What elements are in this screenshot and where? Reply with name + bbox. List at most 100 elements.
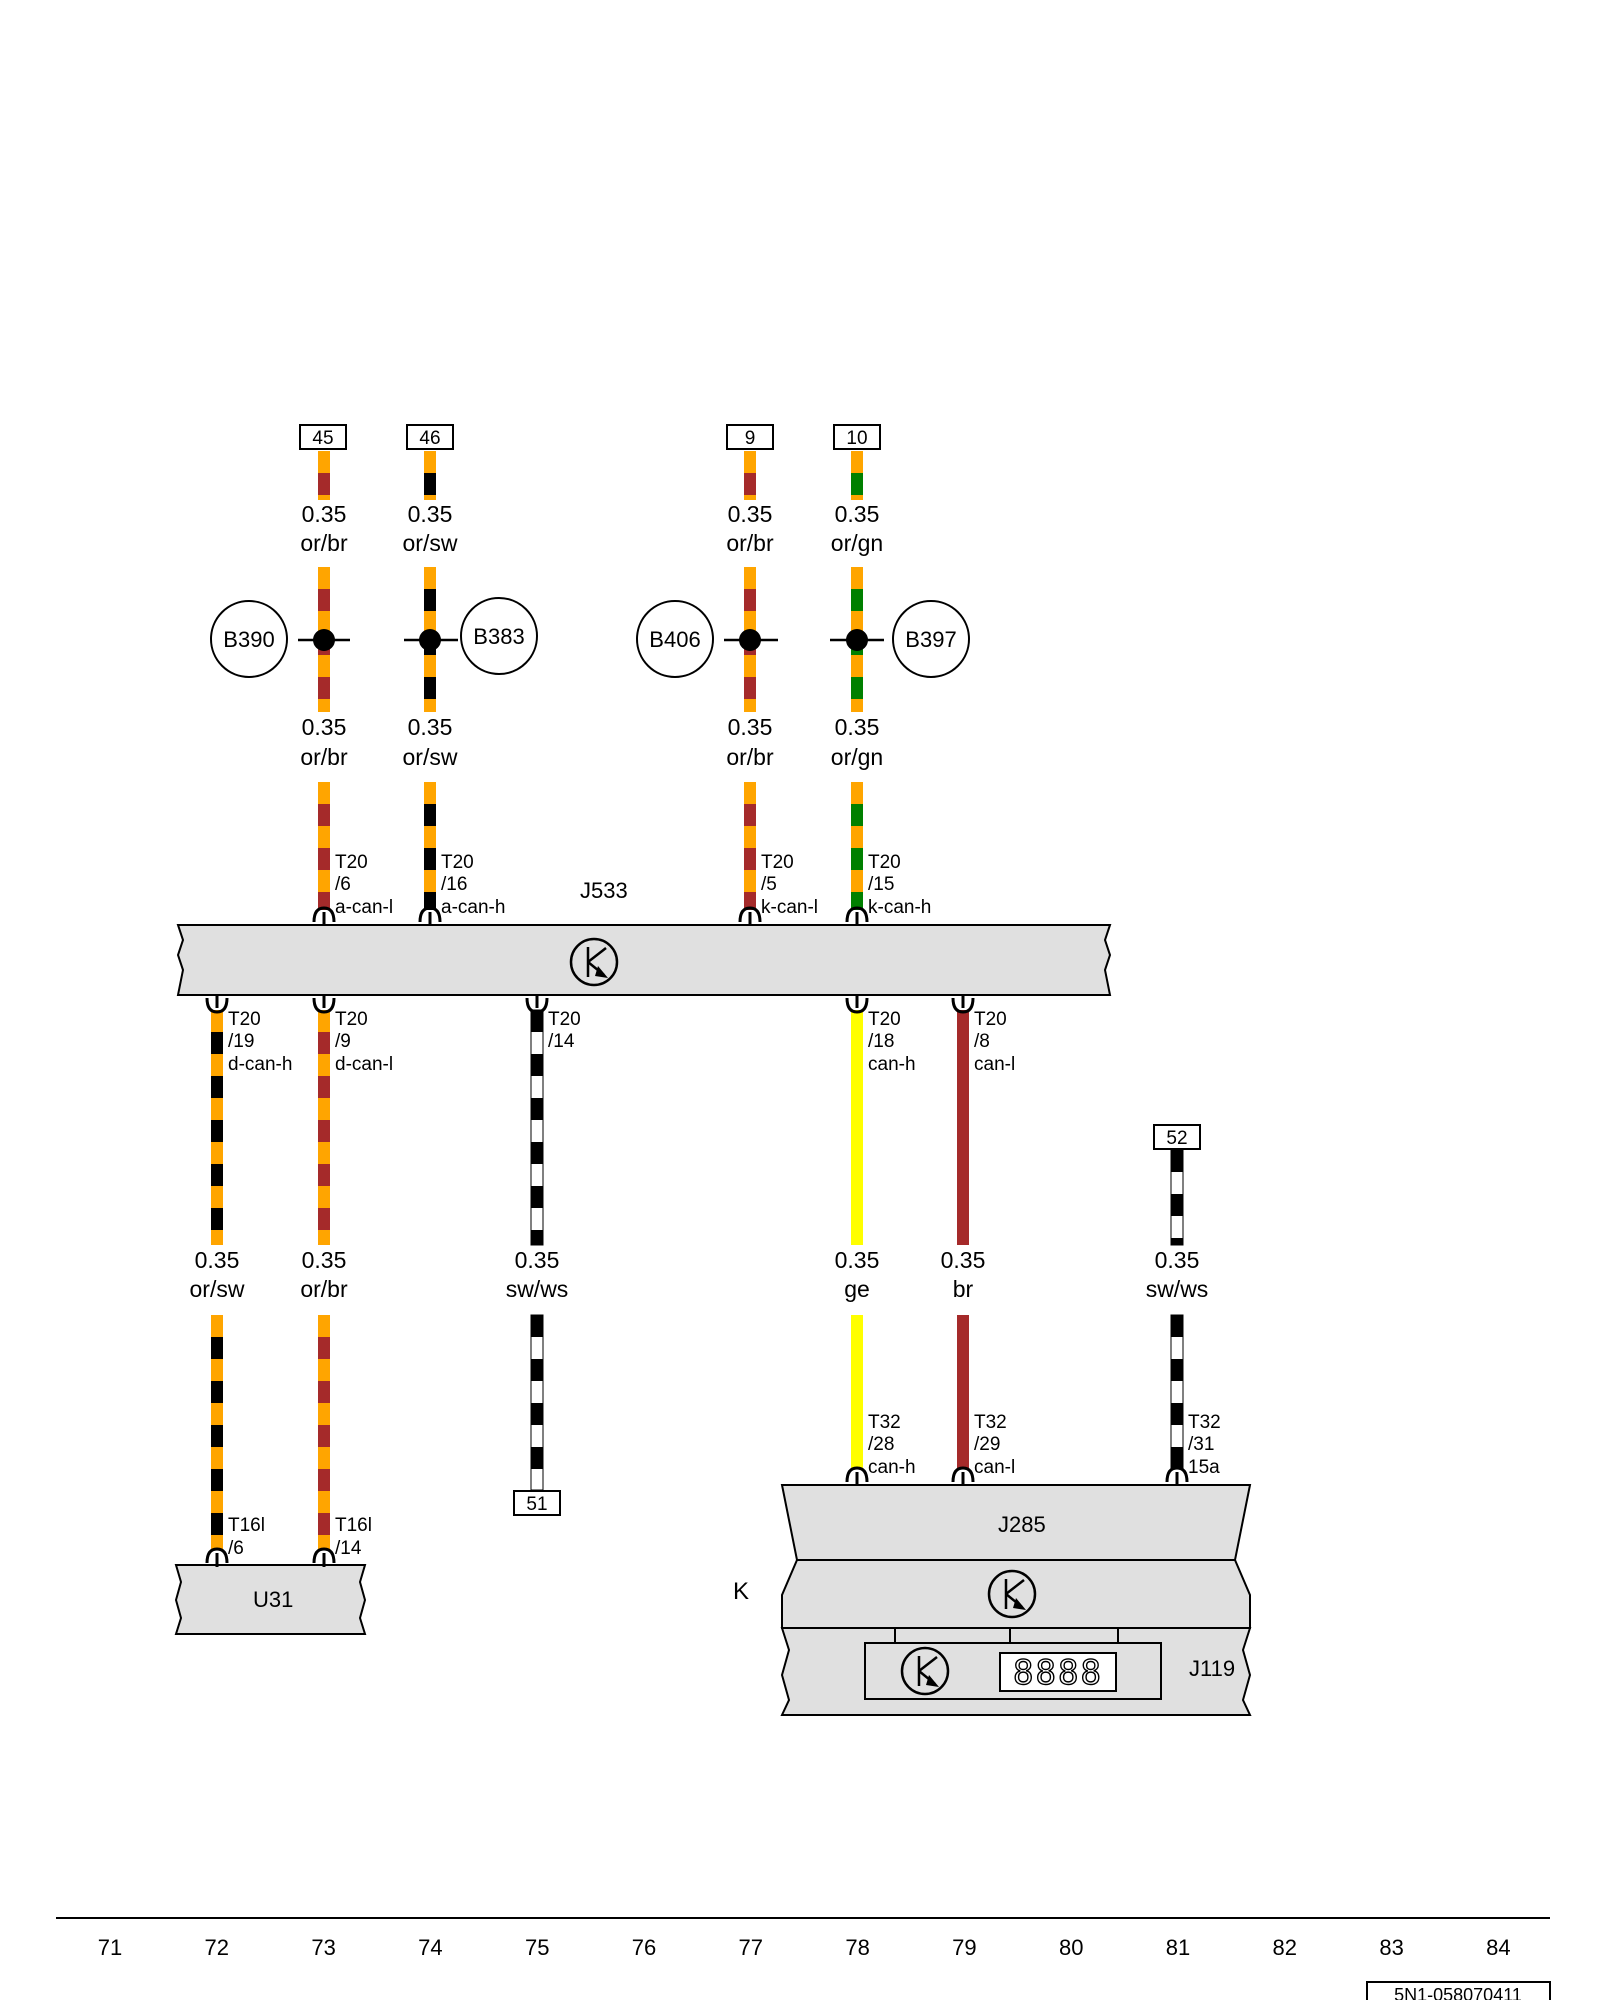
ruler-number: 76 — [632, 1935, 656, 1960]
pin-number: /16 — [441, 874, 467, 895]
connector-hook — [205, 997, 229, 1014]
wire-color: sw/ws — [506, 1276, 569, 1302]
wire-labels-lower: 0.35 or/sw 0.35 or/br 0.35 sw/ws 0.35 ge… — [190, 1247, 1209, 1302]
wire-gauge: 0.35 — [835, 1247, 880, 1273]
svg-text:51: 51 — [526, 1494, 547, 1515]
pin-connector: T20 — [868, 852, 901, 873]
pin-number: /6 — [335, 874, 351, 895]
splice-b383: B383 — [404, 597, 538, 675]
pin-number: /19 — [228, 1031, 254, 1052]
wire-color: or/sw — [403, 744, 458, 770]
ruler-number: 81 — [1166, 1935, 1190, 1960]
control-unit-icon — [987, 1569, 1037, 1619]
pin-number: /5 — [761, 874, 777, 895]
wire-gauge: 0.35 — [302, 714, 347, 740]
component-j285: J285 — [780, 1484, 1252, 1561]
pin-signal: k-can-l — [761, 897, 818, 918]
wire-color: or/br — [300, 530, 348, 556]
connector-hook — [312, 906, 336, 923]
connector-hook — [845, 997, 869, 1014]
svg-text:B397: B397 — [905, 627, 956, 652]
ruler-number: 84 — [1486, 1935, 1510, 1960]
wire-gauge: 0.35 — [835, 714, 880, 740]
pin-number: /6 — [228, 1538, 244, 1559]
ruler-number: 71 — [98, 1935, 122, 1960]
ruler-number: 78 — [845, 1935, 869, 1960]
connector-hook — [205, 1547, 229, 1564]
pin-number: /31 — [1188, 1434, 1214, 1455]
pin-number: /9 — [335, 1031, 351, 1052]
wire-color: ge — [844, 1276, 870, 1302]
component-label: K — [733, 1578, 749, 1605]
ruler-number: 75 — [525, 1935, 549, 1960]
connector-hook — [951, 1466, 975, 1483]
connector-hook — [312, 997, 336, 1014]
connector-hook — [312, 1547, 336, 1564]
document-id: 5N1-058070411 — [1366, 1981, 1551, 2000]
wire-gauge: 0.35 — [515, 1247, 560, 1273]
ruler-number: 72 — [205, 1935, 229, 1960]
pin-connector: T32 — [1188, 1412, 1221, 1433]
wire-color: or/gn — [831, 744, 883, 770]
pin-signal: 15a — [1188, 1457, 1220, 1478]
wire-outline — [530, 1009, 544, 1246]
splice-b406: B406 — [636, 600, 778, 678]
svg-text:52: 52 — [1166, 1128, 1187, 1149]
wire-color: or/br — [300, 1276, 348, 1302]
ref-box-51: 51 — [513, 1490, 561, 1516]
wire-color: or/br — [300, 744, 348, 770]
pin-labels-j533-bottom: T20 /19 d-can-h T20 /9 d-can-l T20 /14 T… — [228, 1009, 1015, 1075]
component-k: K — [733, 1559, 1251, 1629]
ref-box-45: 45 — [299, 424, 347, 450]
pin-connector: T20 — [335, 1009, 368, 1030]
svg-text:9: 9 — [745, 428, 756, 449]
ruler-number: 82 — [1273, 1935, 1297, 1960]
pin-connector: T20 — [974, 1009, 1007, 1030]
wire-labels-mid: 0.35 or/br 0.35 or/sw 0.35 or/br 0.35 or… — [300, 714, 883, 770]
connector-hook — [418, 906, 442, 923]
pin-connector: T20 — [761, 852, 794, 873]
pin-number: /8 — [974, 1031, 990, 1052]
pin-connector: T32 — [974, 1412, 1007, 1433]
wire-color: br — [953, 1276, 974, 1302]
pin-number: /28 — [868, 1434, 894, 1455]
wire-gauge: 0.35 — [835, 501, 880, 527]
pin-labels-j285: T32 /28 can-h T32 /29 can-l T32 /31 15a — [868, 1412, 1221, 1478]
pin-number: /14 — [335, 1538, 362, 1559]
svg-text:B383: B383 — [473, 624, 524, 649]
pin-number: /29 — [974, 1434, 1000, 1455]
pin-labels-top: T20 /6 a-can-l T20 /16 a-can-h T20 /5 k-… — [335, 852, 931, 918]
pin-connector: T20 — [441, 852, 474, 873]
wire-gauge: 0.35 — [302, 1247, 347, 1273]
svg-text:B390: B390 — [223, 627, 274, 652]
component-u31: U31 — [174, 1564, 367, 1635]
pin-signal: d-can-l — [335, 1054, 393, 1075]
connector-hook — [1165, 1466, 1189, 1483]
pin-number: /15 — [868, 874, 894, 895]
component-label: J285 — [998, 1512, 1046, 1537]
pin-number: /18 — [868, 1031, 894, 1052]
pin-signal: can-l — [974, 1457, 1015, 1478]
ruler-number: 80 — [1059, 1935, 1083, 1960]
wire-color: or/sw — [190, 1276, 245, 1302]
pin-signal: k-can-h — [868, 897, 931, 918]
pin-signal: can-h — [868, 1457, 916, 1478]
pin-signal: a-can-l — [335, 897, 393, 918]
ref-box-46: 46 — [406, 424, 454, 450]
pin-labels-u31: T16l /6 T16l /14 — [228, 1515, 372, 1559]
connector-hook — [845, 906, 869, 923]
pin-signal: can-h — [868, 1054, 916, 1075]
hook-layer — [205, 906, 1189, 1567]
wire-color: or/br — [726, 530, 774, 556]
control-unit-icon — [900, 1646, 950, 1696]
ruler-number: 83 — [1379, 1935, 1403, 1960]
svg-text:46: 46 — [419, 428, 440, 449]
pin-connector: T20 — [868, 1009, 901, 1030]
connector-hook — [845, 1466, 869, 1483]
ref-box-10: 10 — [833, 424, 881, 450]
wire-gauge: 0.35 — [1155, 1247, 1200, 1273]
wire-color: sw/ws — [1146, 1276, 1209, 1302]
wire-color: or/gn — [831, 530, 883, 556]
